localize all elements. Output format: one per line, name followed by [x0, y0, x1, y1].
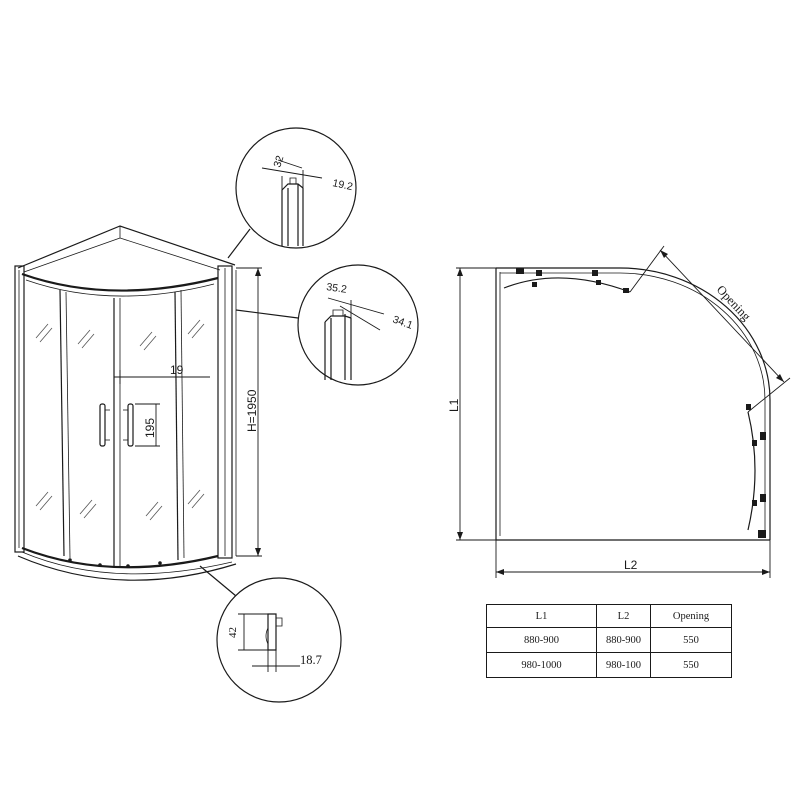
dim-height: H=1950: [236, 267, 262, 557]
dim-l2: L2: [495, 540, 771, 578]
handle-gap-label: 19: [170, 363, 184, 377]
detail-top-width-b: 19.2: [331, 177, 354, 193]
glass-panels: [59, 289, 185, 566]
table-row: 980-1000 980-100 550: [486, 652, 732, 678]
leader-line: [235, 309, 299, 319]
detail-bottom-height: 42: [227, 627, 239, 638]
table-cell: 550: [650, 627, 732, 653]
l2-label: L2: [624, 558, 638, 572]
table-header-row: L1 L2 Opening: [486, 604, 732, 628]
detail-top-width-a: 32: [271, 154, 286, 169]
bottom-rollers: [68, 558, 162, 568]
table-header-l2: L2: [596, 604, 651, 628]
bottom-rail: [21, 546, 219, 569]
left-post: [14, 265, 25, 553]
door-handles: [99, 403, 134, 447]
l1-label: L1: [447, 398, 461, 412]
detail-circle-top: 32 19.2: [227, 127, 357, 259]
table-cell: 980-1000: [486, 652, 597, 678]
leader-line: [227, 228, 251, 259]
front-view: 19 195 H=1950: [14, 225, 262, 581]
table-cell: 980-100: [596, 652, 651, 678]
right-post: [217, 265, 233, 559]
dim-handle-gap: 19: [113, 363, 210, 384]
glass-reflections: [35, 319, 205, 521]
table-cell: 880-900: [486, 627, 597, 653]
sliding-door-top: [503, 277, 631, 293]
detail-mid-width-b: 34.1: [391, 314, 414, 332]
dim-l1: L1: [447, 267, 496, 541]
left-handle: [99, 403, 106, 447]
table-row: 880-900 880-900 550: [486, 627, 732, 653]
table-cell: 880-900: [596, 627, 651, 653]
detail-circle-bottom: 42 18.7: [199, 565, 342, 703]
top-rail: [21, 272, 219, 292]
right-handle: [127, 403, 134, 447]
table-header-opening: Opening: [650, 604, 732, 628]
size-table: L1 L2 Opening 880-900 880-900 550 980-10…: [486, 604, 732, 678]
outer-arc: [619, 267, 771, 401]
dim-handle-length: 195: [135, 403, 160, 447]
handle-length-label: 195: [143, 418, 157, 438]
detail-mid-width-a: 35.2: [326, 281, 348, 296]
table-cell: 550: [650, 652, 732, 678]
sliding-door-side: [747, 411, 756, 531]
rollers: [516, 268, 766, 538]
plan-view: Opening L1 L2: [447, 245, 791, 578]
height-label: H=1950: [245, 389, 259, 432]
opening-label: Opening: [714, 282, 754, 324]
table-header-l1: L1: [486, 604, 597, 628]
detail-bottom-width: 18.7: [300, 653, 322, 667]
detail-circle-middle: 35.2 34.1: [235, 264, 419, 386]
leader-line: [199, 565, 237, 597]
